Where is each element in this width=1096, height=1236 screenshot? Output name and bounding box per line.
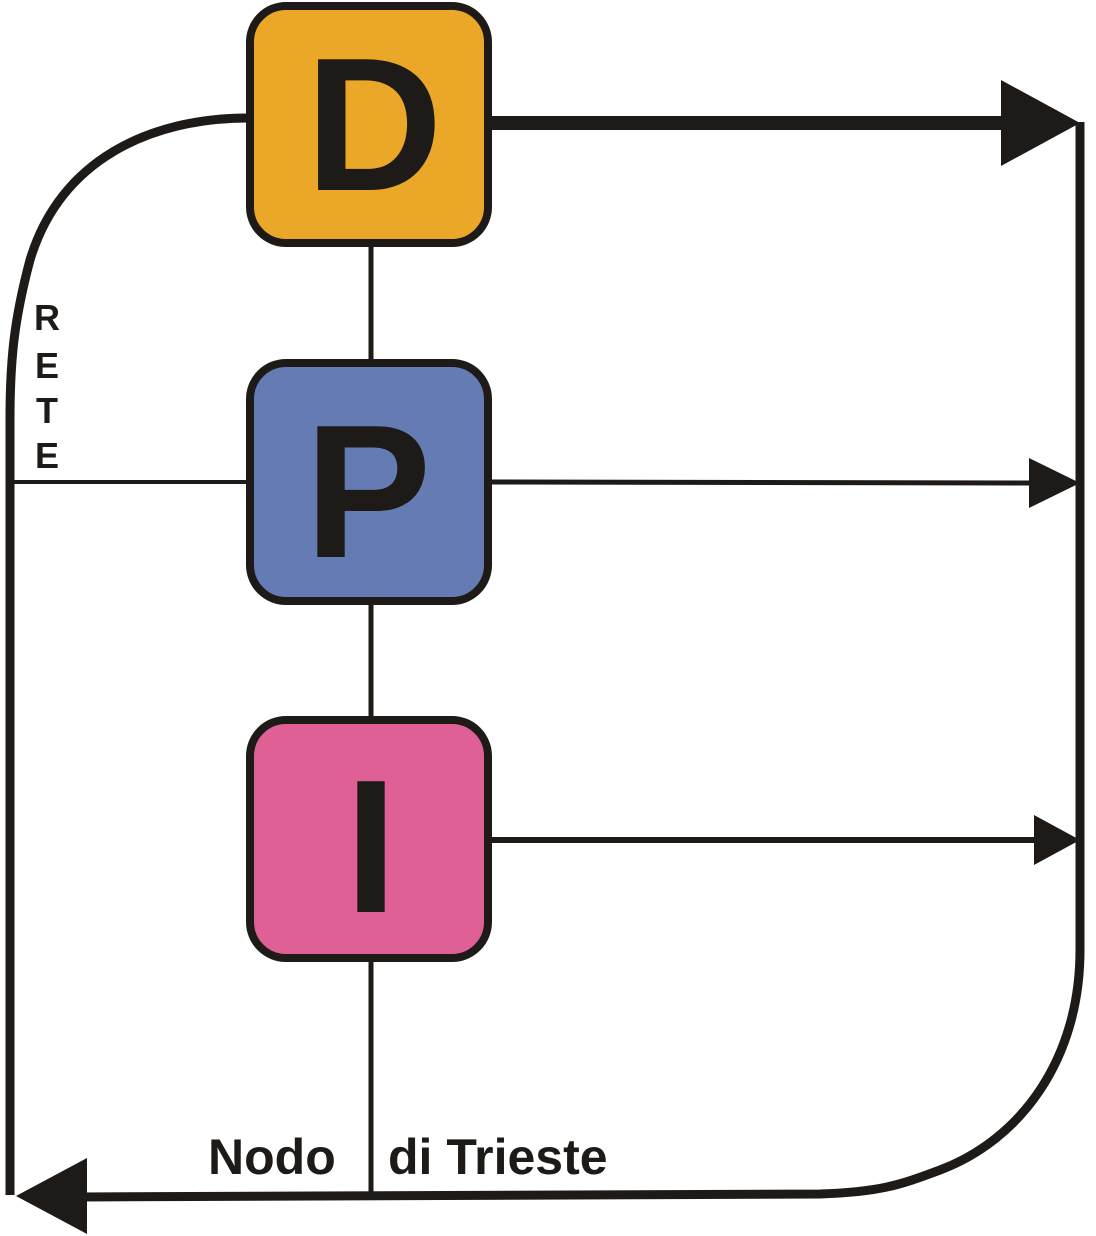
rete-letter: E: [35, 345, 59, 386]
box-i: I: [246, 716, 492, 962]
rete-letter: R: [34, 297, 60, 338]
left-loop-line: [5, 113, 249, 1195]
box-d-shape: [246, 2, 492, 247]
box-d-letter: D: [305, 19, 442, 231]
box-i-shape: [246, 716, 492, 962]
rete-label: R E T E: [34, 297, 60, 476]
p-arrowhead-icon: [1029, 458, 1080, 508]
box-p-shape: [246, 359, 492, 605]
di-trieste-label: di Trieste: [388, 1129, 608, 1185]
box-p-letter: P: [305, 386, 432, 598]
box-p: P: [246, 359, 492, 605]
box-i-letter: I: [345, 741, 398, 953]
box-d: D: [246, 2, 492, 247]
p-output-line: [489, 479, 1036, 486]
return-arrowhead-icon: [16, 1158, 87, 1234]
right-loop-line: [79, 122, 1085, 1202]
d-arrowhead-icon: [1001, 80, 1080, 166]
i-arrowhead-icon: [1034, 815, 1080, 865]
rete-letter: T: [36, 390, 58, 431]
nodo-label: Nodo: [208, 1129, 336, 1185]
rete-letter: E: [35, 435, 59, 476]
